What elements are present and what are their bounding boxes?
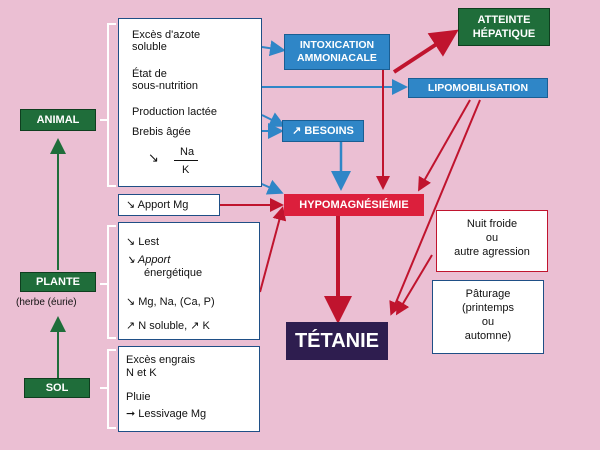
- nuit-line3: autre agression: [454, 246, 530, 258]
- exces-azote-line2: soluble: [132, 41, 167, 53]
- animal-bracket: [107, 23, 116, 187]
- atteinte-line2: HÉPATIQUE: [472, 28, 536, 40]
- production-to-besoins-arrow: [261, 112, 286, 127]
- paturage-line2: (printemps: [462, 302, 514, 314]
- nuit-line2: ou: [485, 232, 499, 244]
- plant-bracket: [107, 225, 116, 339]
- besoins-node: ↗ BESOINS: [282, 120, 364, 142]
- intoxication-line1: INTOXICATION: [299, 39, 375, 51]
- exces-engrais-line2: N et K: [126, 367, 157, 379]
- tetanie-node: TÉTANIE: [286, 322, 388, 360]
- intoxication-to-atteinte-arrow: [392, 29, 459, 74]
- lipomobilisation-to-hypomag-arrow: [418, 99, 471, 192]
- fraction-bar: [174, 160, 198, 161]
- paturage-line4: automne): [464, 330, 512, 342]
- hypomagnesiemie-node: HYPOMAGNÉSIÉMIE: [284, 194, 424, 216]
- lessivage-label: ➞ Lessivage Mg: [126, 408, 207, 420]
- plante-subtitle: (herbe (éurie): [16, 297, 77, 308]
- down-arrow-icon: ↘: [148, 150, 159, 165]
- paturage-line3: ou: [481, 316, 495, 328]
- lipomobilisation-to-tetanie-arrow: [389, 99, 481, 316]
- soil-factors-box: [118, 346, 260, 432]
- exces-engrais-line1: Excès engrais: [126, 354, 196, 366]
- minerals-label: ↘ Mg, Na, (Ca, P): [126, 296, 215, 308]
- pluie-label: Pluie: [126, 391, 151, 403]
- animal-factors-box: [118, 18, 262, 187]
- paturage-line1: Pâturage: [465, 288, 511, 300]
- sol-node: SOL: [24, 378, 90, 398]
- plant-to-hypomag-arrow: [259, 206, 287, 293]
- apport-energetique-line1: ↘ Apport: [126, 254, 171, 266]
- lipomobilisation-node: LIPOMOBILISATION: [408, 78, 548, 98]
- apport-mg-label: ↘ Apport Mg: [126, 199, 189, 211]
- etat-line2: sous-nutrition: [132, 80, 199, 92]
- apport-mg-box: [118, 194, 220, 216]
- production-lactee: Production lactée: [132, 106, 217, 118]
- n-soluble-label: ↗ N soluble, ↗ K: [126, 320, 210, 332]
- na-label: Na: [180, 146, 195, 158]
- nuit-to-tetanie-arrow: [395, 254, 433, 316]
- lest-label: ↘ Lest: [126, 236, 160, 248]
- exces-azote-line1: Excès d'azote: [132, 29, 201, 41]
- plant-factors-box: [118, 222, 260, 340]
- brebis-agee: Brebis âgée: [132, 126, 191, 138]
- intoxication-ammoniacale-node: INTOXICATION AMMONIACALE: [284, 34, 390, 70]
- paturage-box: [432, 280, 544, 354]
- atteinte-line1: ATTEINTE: [477, 14, 531, 26]
- etat-line1: État de: [132, 68, 167, 80]
- animal-node: ANIMAL: [20, 109, 96, 131]
- atteinte-hepatique-node: ATTEINTE HÉPATIQUE: [458, 8, 550, 46]
- plante-node: PLANTE: [20, 272, 96, 292]
- exces-to-intoxication-arrow: [261, 40, 286, 57]
- nuit-froide-box: [436, 210, 548, 272]
- k-label: K: [182, 164, 190, 176]
- soil-bracket: [107, 349, 116, 429]
- apport-energetique-line2: énergétique: [144, 267, 203, 279]
- intoxication-line2: AMMONIACALE: [297, 52, 377, 64]
- nuit-line1: Nuit froide: [466, 218, 518, 230]
